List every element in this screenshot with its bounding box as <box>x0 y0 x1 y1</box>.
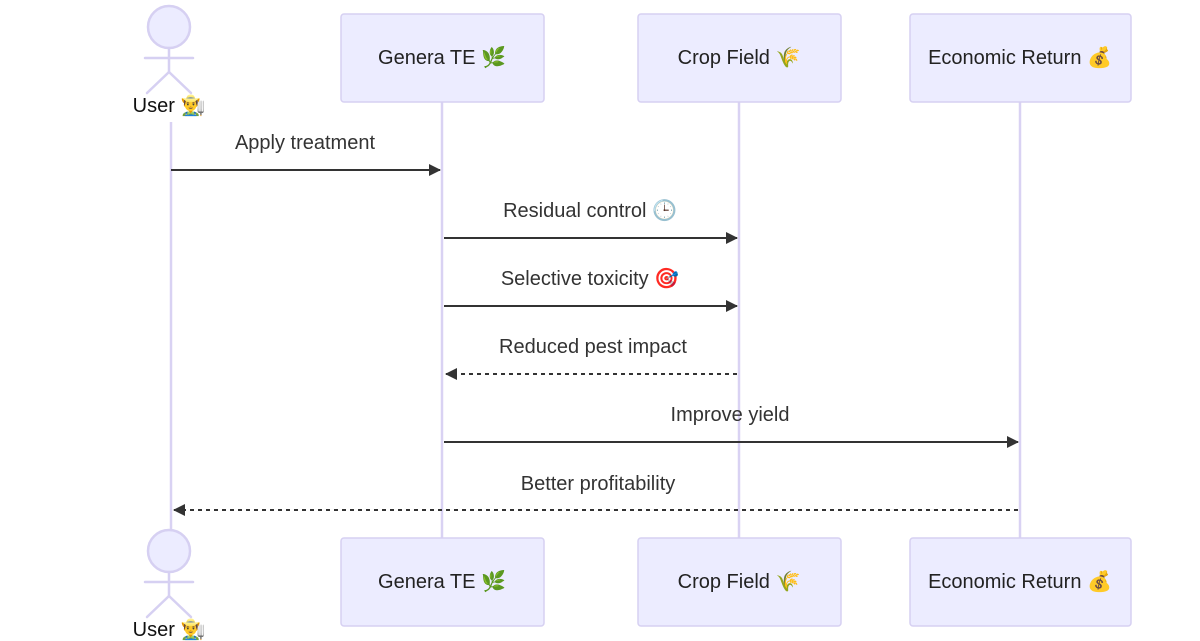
message-label: Apply treatment <box>235 132 376 154</box>
participant-crop-label-bottom: Crop Field 🌾 <box>678 570 801 593</box>
participant-econ-label-bottom: Economic Return 💰 <box>928 569 1112 593</box>
participant-econ-label-top: Economic Return 💰 <box>928 45 1112 69</box>
message-label: Better profitability <box>521 473 676 495</box>
participant-econ-bottom: Economic Return 💰 <box>909 537 1132 627</box>
participant-genera-bottom: Genera TE 🌿 <box>340 537 545 627</box>
actor-user-top: User 👨‍🌾 <box>133 4 206 117</box>
participant-genera-top: Genera TE 🌿 <box>340 13 545 103</box>
message-label: Improve yield <box>671 404 790 426</box>
message-2: Residual control 🕒 <box>444 198 738 244</box>
message-label: Selective toxicity 🎯 <box>501 267 679 290</box>
message-1: Apply treatment <box>171 132 441 176</box>
actor-head <box>146 4 192 50</box>
participant-crop-label-top: Crop Field 🌾 <box>678 46 801 69</box>
message-label: Residual control 🕒 <box>503 198 677 222</box>
message-3: Selective toxicity 🎯 <box>444 267 738 312</box>
participant-crop-bottom: Crop Field 🌾 <box>637 537 842 627</box>
actor-head <box>146 528 192 574</box>
participant-crop-top: Crop Field 🌾 <box>637 13 842 103</box>
participant-genera-label-top: Genera TE 🌿 <box>378 45 506 69</box>
actor-user-bottom: User 👨‍🌾 <box>133 528 206 641</box>
actor-user-label-top: User 👨‍🌾 <box>133 94 206 117</box>
participant-econ-top: Economic Return 💰 <box>909 13 1132 103</box>
message-4: Reduced pest impact <box>445 336 737 380</box>
message-6: Better profitability <box>173 473 1018 516</box>
message-label: Reduced pest impact <box>499 336 687 358</box>
actor-user-label-bottom: User 👨‍🌾 <box>133 618 206 641</box>
message-5: Improve yield <box>444 404 1019 448</box>
participant-genera-label-bottom: Genera TE 🌿 <box>378 569 506 593</box>
